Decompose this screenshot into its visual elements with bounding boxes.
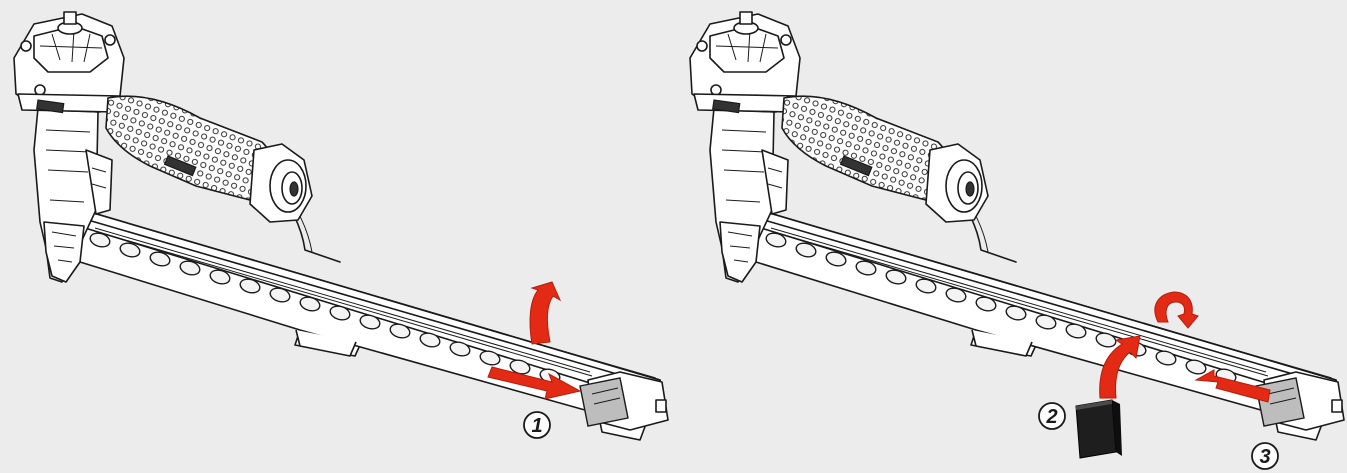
lift-arrow bbox=[529, 281, 562, 345]
staple-strip bbox=[1075, 399, 1122, 459]
step-number-3: 3 bbox=[1259, 446, 1270, 468]
step-number-2: 2 bbox=[1045, 406, 1057, 428]
stapler-illustration-right bbox=[689, 11, 1345, 441]
rotate-arrow bbox=[1154, 291, 1199, 329]
step-number-1: 1 bbox=[531, 415, 542, 437]
stapler-illustration-left bbox=[13, 11, 669, 441]
step-badge-3: 3 bbox=[1251, 442, 1279, 470]
push-arrow bbox=[487, 366, 582, 400]
push-arrow-right bbox=[1194, 369, 1271, 403]
step-badge-1: 1 bbox=[523, 411, 551, 439]
insert-arrow bbox=[1099, 335, 1141, 399]
step-badge-2: 2 bbox=[1038, 402, 1066, 430]
